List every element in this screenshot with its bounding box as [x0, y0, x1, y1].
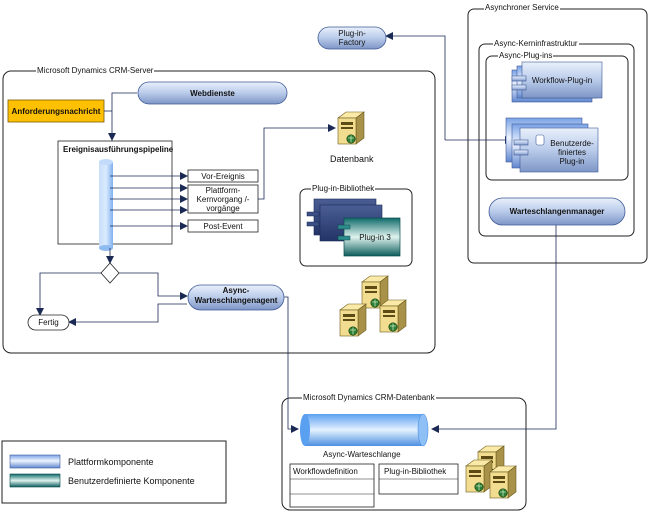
workflow-plugin-label: Workflow-Plug-in	[531, 75, 593, 85]
plugin-library-components	[306, 198, 401, 257]
async-service-label: Asynchroner Service	[484, 3, 560, 12]
legend-platform-swatch	[9, 454, 61, 469]
legend-platform-label: Plattformkomponente	[68, 457, 154, 467]
webservices-to-pipeline-arrow	[108, 92, 137, 141]
queue-manager-label: Warteschlangenmanager	[509, 207, 605, 216]
plugin3-label: Plug-in 3	[359, 232, 391, 242]
database-server-icon	[337, 111, 365, 145]
core-to-database-arrow	[258, 124, 336, 200]
webservices-pill	[137, 81, 288, 105]
decision-diamond	[100, 262, 120, 284]
async-core-label: Async-Kerninfrastruktur	[493, 39, 579, 48]
async-agent-line2: Warteschlangenagent	[194, 296, 278, 305]
post-event-label: Post-Event	[203, 221, 243, 231]
async-queue-cylinder	[300, 413, 429, 447]
pre-event-label: Vor-Ereignis	[201, 171, 245, 181]
legend-custom-label: Benutzerdefinierte Komponente	[68, 476, 195, 486]
platform-core-line1: Plattform-	[205, 186, 241, 195]
platform-core-box	[187, 184, 259, 214]
request-message-label: Anforderungsnachricht	[11, 106, 101, 116]
database-label: Datenbank	[330, 154, 374, 164]
factory-link-arrow	[385, 32, 446, 140]
manager-to-queue-arrow	[431, 225, 557, 433]
async-plugins-frame	[485, 55, 629, 181]
workflow-definition-label: Workflowdefinition	[293, 467, 358, 476]
queue-manager-pill	[488, 197, 626, 226]
plugin-library-table-label: Plug-in-Bibliothek	[384, 467, 447, 476]
plugin-library-group-label: Plug-in-Bibliothek	[311, 184, 376, 193]
plugin-factory-line2: Factory	[338, 38, 366, 47]
post-event-box	[187, 219, 259, 233]
workflow-plugin-component	[511, 61, 603, 103]
platform-core-line2: Kernvorgang /-	[196, 195, 250, 204]
workflow-definition-table	[289, 463, 375, 508]
done-label: Fertig	[38, 318, 59, 327]
custom-plugin-line3: Plug-in	[559, 157, 585, 166]
async-agent-line1: Async-	[222, 286, 250, 295]
crm-server-label: Microsoft Dynamics CRM-Server	[36, 66, 155, 75]
plugin-factory-pill	[317, 26, 387, 50]
async-agent-pill	[187, 284, 285, 311]
async-plugins-label: Async-Plug-ins	[498, 51, 554, 60]
crm-database-label: Microsoft Dynamics CRM-Datenbank	[302, 393, 436, 402]
async-agent-label: Async- Warteschlangenagent	[188, 286, 284, 310]
custom-plugin-label: Benutzerde- finiertes Plug-in	[544, 139, 600, 171]
legend-frame	[1, 440, 227, 504]
pipeline-cylinder	[99, 159, 113, 251]
async-queue-label: Async-Warteschlange	[323, 450, 401, 459]
platform-core-label: Plattform- Kernvorgang /- vorgänge	[188, 185, 258, 213]
diamond-to-agent-arrow	[119, 272, 188, 300]
custom-plugin-component	[505, 117, 599, 173]
agent-to-queue-arrow	[284, 296, 299, 433]
webservices-label: Webdienste	[190, 88, 235, 98]
pipeline-label: Ereignisausführungspipeline	[63, 145, 174, 154]
plugin-factory-label: Plug-in- Factory	[318, 29, 386, 49]
diamond-to-done-arrow	[36, 272, 101, 316]
server-cluster-icon	[339, 275, 407, 337]
done-pill	[27, 314, 70, 331]
database-server-cluster-icon	[465, 445, 517, 499]
pipeline-frame	[57, 140, 173, 245]
platform-core-line3: vorgänge	[206, 204, 240, 213]
pre-event-box	[187, 169, 259, 183]
crm-server-frame	[2, 70, 436, 354]
custom-plugin-line2: finiertes	[557, 148, 586, 157]
custom-plugin-line1: Benutzerde-	[550, 139, 594, 148]
legend-custom-swatch	[9, 473, 61, 488]
plugin-factory-line1: Plug-in-	[338, 29, 366, 38]
agent-to-done-arrow	[68, 303, 187, 326]
